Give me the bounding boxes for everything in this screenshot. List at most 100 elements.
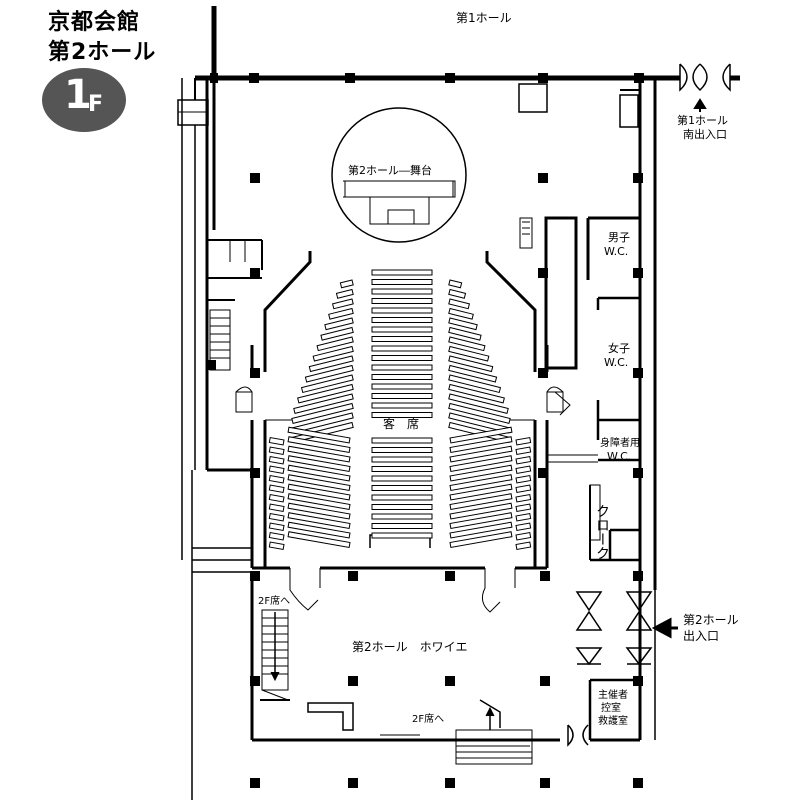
seat-row (371, 466, 433, 472)
seat-row (287, 502, 351, 520)
seat-row (371, 475, 433, 482)
seat-row (268, 522, 285, 532)
organizer-label-2: 控室 (601, 701, 621, 714)
seat-row (268, 436, 285, 446)
organizer-label-1: 主催者 (598, 688, 628, 701)
stage (331, 107, 467, 243)
mens-wc-label-2: W.C. (604, 245, 628, 258)
seat-row (371, 504, 433, 510)
hall2-entrance-label-2: 出入口 (683, 629, 719, 643)
floor-badge: 1 F (42, 68, 126, 132)
seat-row (371, 393, 433, 399)
right-rooms (519, 89, 640, 740)
seat-row (320, 326, 354, 341)
stage-side-room (518, 83, 548, 113)
seat-row (515, 493, 532, 503)
seat-row (335, 288, 354, 299)
seat-row (515, 531, 532, 541)
floor-suffix: F (88, 92, 104, 117)
seat-row (449, 436, 513, 454)
foyer-left-stairs (260, 609, 290, 701)
hall1-label: 第1ホール (456, 11, 512, 25)
seat-row (448, 383, 505, 404)
seat-row (449, 426, 513, 444)
side-doors (235, 386, 571, 613)
seat-row (371, 523, 433, 529)
seat-row (371, 485, 433, 491)
seat-row (371, 437, 433, 444)
seat-row (448, 317, 478, 331)
stage-label: 第2ホール―舞台 (348, 163, 432, 177)
seat-row (287, 512, 351, 530)
seat-row (371, 456, 433, 463)
seat-row (449, 521, 513, 539)
hall2-entrance-doors (575, 591, 653, 666)
seat-row (371, 412, 433, 418)
seat-row (287, 436, 351, 454)
auditorium-walls (250, 251, 549, 570)
hall1-south-doors (679, 63, 731, 92)
seat-row (287, 531, 351, 549)
seat-row (371, 288, 433, 295)
seat-row (287, 483, 351, 501)
seat-row (515, 484, 532, 494)
seat-row (371, 355, 433, 361)
venue-title: 京都会館 (48, 10, 141, 35)
womens-wc-label-2: W.C. (604, 356, 628, 369)
seat-row (448, 355, 494, 373)
seat-row (449, 445, 513, 463)
seat-row (371, 383, 433, 390)
accessible-wc-label-2: W.C. (607, 450, 631, 463)
seat-row (371, 326, 433, 333)
mens-wc-label-1: 男子 (608, 231, 630, 244)
seat-row (268, 455, 285, 465)
womens-wc-label-1: 女子 (608, 341, 630, 355)
seat-row (291, 402, 354, 424)
seat-row (448, 326, 482, 341)
seat-row (449, 512, 513, 530)
seat-row (371, 269, 433, 276)
organizer-label-3: 救護室 (598, 714, 628, 727)
seat-row (268, 503, 285, 513)
seats-label: 客 席 (383, 416, 419, 431)
seat-row (287, 464, 351, 482)
seat-row (371, 317, 433, 323)
seat-row (515, 541, 532, 551)
seat-row (448, 345, 490, 362)
seat-row (268, 531, 285, 541)
seat-row (371, 494, 433, 501)
seat-row (448, 374, 502, 394)
seat-row (268, 474, 285, 484)
seat-row (300, 374, 354, 394)
to-2f-bottom-label: 2F席へ (412, 712, 444, 725)
seat-row (449, 531, 513, 549)
to-2f-left-label: 2F席へ (258, 594, 290, 607)
seating (268, 269, 532, 551)
seat-row (293, 393, 354, 414)
cloak-label: クローク (594, 504, 610, 560)
seat-row (515, 474, 532, 484)
seat-row (448, 364, 498, 383)
hall1-south-label-1: 第1ホール (677, 113, 728, 127)
seat-row (515, 455, 532, 465)
seat-row (312, 345, 354, 362)
reception-counter (307, 702, 354, 731)
seat-row (448, 288, 467, 299)
left-stairs (209, 309, 231, 371)
seat-row (268, 493, 285, 503)
seat-row (268, 512, 285, 522)
seat-row (515, 446, 532, 456)
foyer-bottom-stairs (455, 699, 533, 765)
seat-row (515, 436, 532, 446)
seat-row (297, 383, 354, 404)
seat-row (448, 307, 474, 320)
seat-row (287, 426, 351, 444)
hall1-south-label-2: 南出入口 (683, 127, 727, 141)
seat-row (448, 393, 509, 414)
seat-row (371, 374, 433, 380)
seat-row (371, 364, 433, 371)
left-corridor (177, 78, 263, 301)
seat-row (287, 474, 351, 492)
seat-row (449, 483, 513, 501)
